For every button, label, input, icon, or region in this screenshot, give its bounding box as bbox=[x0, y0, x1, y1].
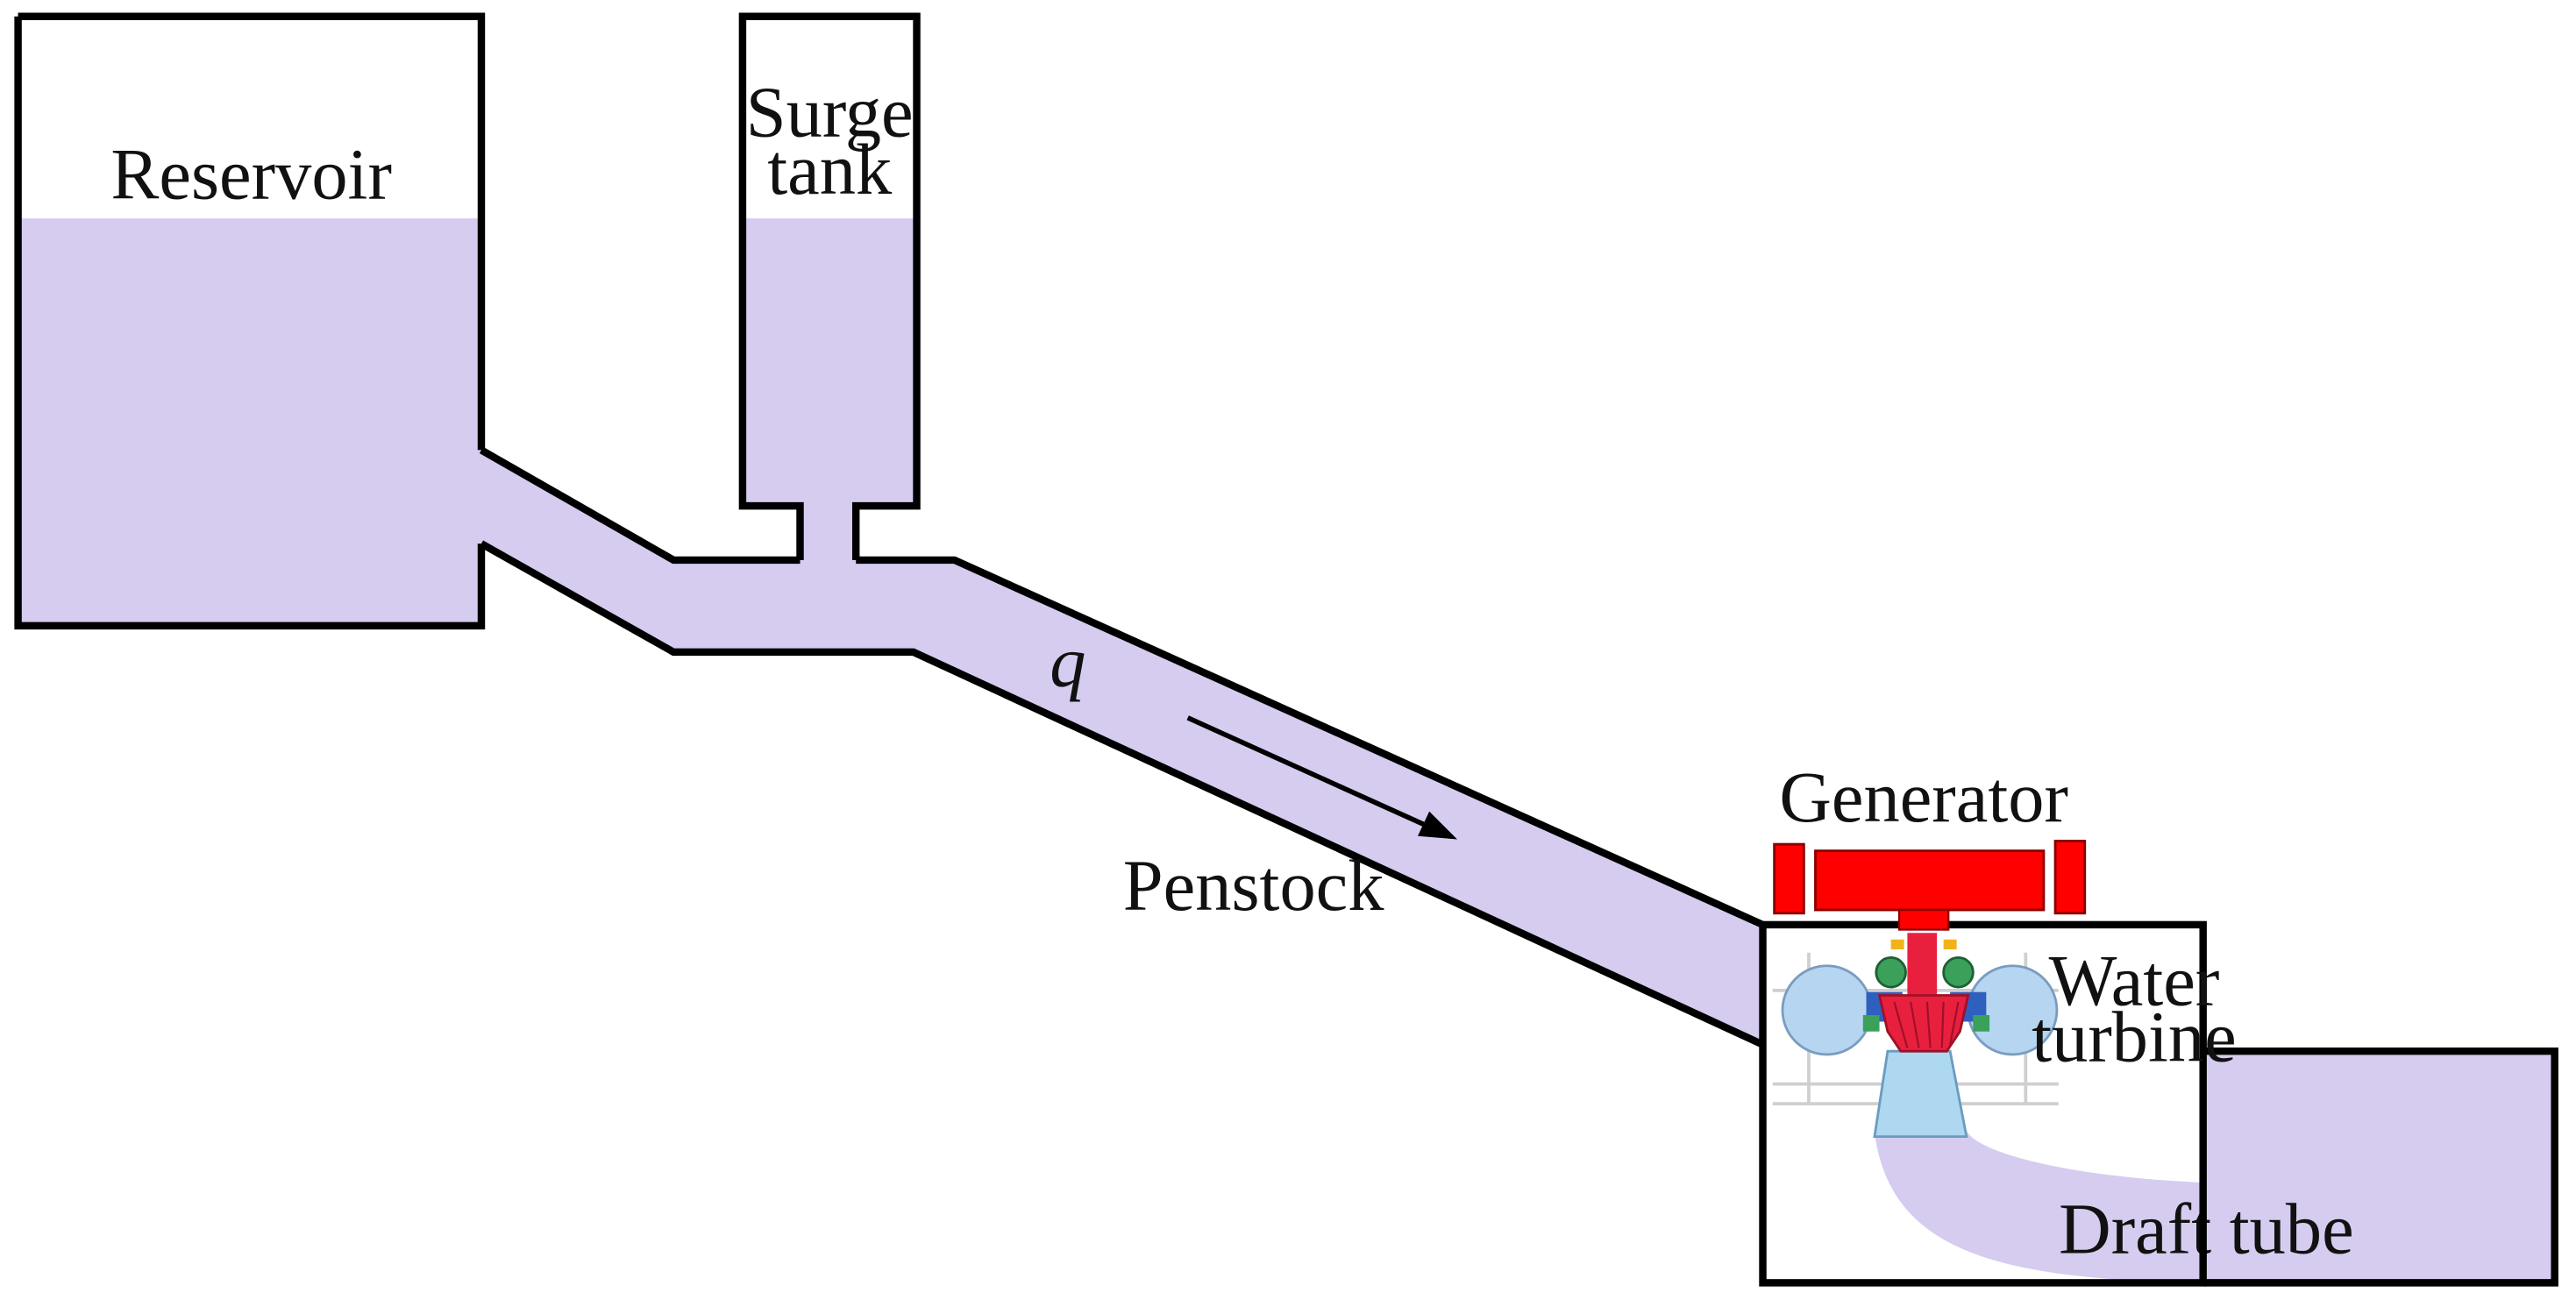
generator-body bbox=[1814, 849, 2046, 912]
surge-tank-riser-water bbox=[800, 502, 857, 565]
bearing-left bbox=[1890, 939, 1904, 950]
powerhouse-box bbox=[1759, 920, 2207, 1287]
surge-tank-label-line1: Surge bbox=[746, 73, 914, 153]
penstock-lower-wall bbox=[479, 540, 1765, 1048]
runner-blades bbox=[1893, 1001, 1960, 1048]
reservoir-water bbox=[18, 218, 481, 626]
tailwater: Draft tube bbox=[1874, 1047, 2558, 1287]
turbine-runner bbox=[1877, 994, 1970, 1053]
powerhouse: Water turbine bbox=[1759, 920, 2237, 1287]
reservoir: Reservoir bbox=[14, 12, 486, 630]
spiral-case-left bbox=[1781, 964, 1873, 1056]
surge-tank-label-line2: tank bbox=[767, 130, 893, 210]
surge-tank-water bbox=[742, 218, 917, 507]
turbine-shaft bbox=[1907, 933, 1938, 1002]
flow-symbol-label: q bbox=[1050, 622, 1085, 702]
penstock-upper-wall bbox=[479, 446, 801, 565]
penstock-label: Penstock bbox=[1123, 846, 1384, 926]
bearing-right bbox=[1943, 939, 1957, 950]
generator-coupling bbox=[1897, 908, 1950, 931]
penstock-upper-wall-downstream bbox=[856, 556, 1765, 928]
reservoir-label: Reservoir bbox=[110, 135, 392, 215]
penstock: q Penstock bbox=[479, 446, 1765, 1048]
guide-vane-left-accent bbox=[1862, 1014, 1880, 1032]
water-turbine-label-line2: turbine bbox=[2032, 997, 2237, 1076]
reservoir-wall bbox=[14, 12, 486, 630]
servo-left bbox=[1875, 955, 1907, 989]
generator: Generator bbox=[1773, 757, 2087, 931]
generator-left-pole bbox=[1773, 842, 1805, 915]
surge-tank: Surge tank bbox=[738, 12, 921, 565]
draft-tube-water bbox=[1874, 1130, 2203, 1283]
water-turbine-label-line1: Water bbox=[2049, 941, 2220, 1021]
generator-label: Generator bbox=[1779, 757, 2068, 837]
tailwater-outline bbox=[2202, 1047, 2558, 1287]
draft-cone bbox=[1873, 1049, 1968, 1139]
servo-right bbox=[1942, 955, 1975, 989]
generator-right-pole bbox=[2053, 839, 2087, 915]
tailwater-water bbox=[2202, 1051, 2555, 1283]
surge-tank-wall bbox=[738, 12, 921, 560]
arrow-right-down-icon bbox=[1186, 715, 1457, 840]
guide-vane-right-accent bbox=[1973, 1014, 1990, 1032]
